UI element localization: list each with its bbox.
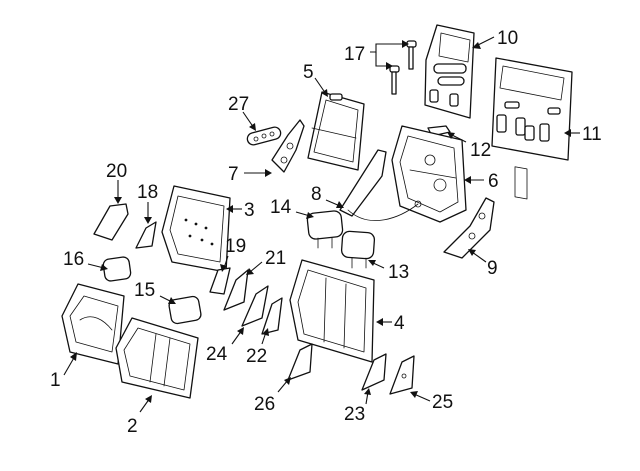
- callout-label-14: 14: [270, 197, 292, 218]
- callout-8: 8: [311, 184, 344, 208]
- part-3-back-cushion: [161, 185, 231, 273]
- callout-label-17: 17: [344, 44, 365, 65]
- callout-label-10: 10: [497, 28, 518, 49]
- part-19-bracket: [209, 267, 231, 295]
- callout-label-2: 2: [127, 416, 138, 437]
- callout-18: 18: [137, 182, 158, 224]
- callout-label-4: 4: [394, 313, 405, 334]
- callout-7: 7: [228, 164, 272, 185]
- part-23-trim: [361, 353, 387, 391]
- callout-label-27: 27: [228, 94, 249, 115]
- part-1-seat-cushion: [61, 283, 125, 365]
- callout-14: 14: [270, 197, 314, 219]
- callout-24: 24: [206, 327, 244, 365]
- callout-label-1: 1: [50, 370, 61, 391]
- callout-16: 16: [63, 249, 108, 271]
- part-13-headrest: [340, 230, 376, 269]
- part-16-headrest: [102, 256, 132, 282]
- callout-label-7: 7: [228, 164, 239, 185]
- callout-label-25: 25: [432, 392, 453, 413]
- part-7-hinge: [271, 119, 305, 173]
- part-20-trim: [93, 203, 129, 241]
- part-2-seat-cushion: [115, 317, 199, 399]
- callout-25: 25: [410, 391, 453, 413]
- part-24-trim: [241, 285, 269, 327]
- callout-17: 17: [344, 40, 409, 70]
- callout-11: 11: [564, 124, 602, 145]
- callout-13: 13: [368, 260, 409, 283]
- part-6-seat-frame: [391, 125, 467, 223]
- part-26-trim: [287, 343, 313, 381]
- part-10-back-panel: [424, 24, 475, 119]
- callout-1: 1: [50, 352, 77, 391]
- part-14-headrest: [306, 210, 344, 249]
- part-5-back-frame: [307, 91, 365, 171]
- callout-10: 10: [472, 28, 518, 49]
- part-9-hinge: [443, 197, 495, 259]
- callout-label-20: 20: [106, 161, 127, 182]
- callout-label-5: 5: [303, 62, 314, 83]
- callout-label-15: 15: [134, 280, 155, 301]
- callout-label-26: 26: [254, 394, 275, 415]
- callout-label-11: 11: [582, 124, 602, 145]
- callout-21: 21: [246, 248, 286, 275]
- callout-20: 20: [106, 161, 127, 204]
- callout-label-9: 9: [487, 258, 498, 279]
- callout-2: 2: [127, 395, 152, 437]
- callout-23: 23: [344, 388, 371, 425]
- callout-6: 6: [464, 171, 499, 192]
- callout-label-3: 3: [244, 200, 255, 221]
- callout-27: 27: [228, 94, 256, 131]
- callout-label-19: 19: [225, 236, 246, 257]
- part-4-bench-cushion: [289, 259, 375, 363]
- callout-26: 26: [254, 377, 291, 415]
- callout-label-6: 6: [488, 171, 499, 192]
- part-8-recliner-cable: [339, 149, 422, 221]
- part-22-trim: [261, 297, 283, 335]
- callout-label-13: 13: [388, 262, 409, 283]
- callout-22: 22: [246, 328, 269, 367]
- part-11-rear-panel: [491, 57, 573, 200]
- callout-label-12: 12: [470, 140, 491, 161]
- callout-label-23: 23: [344, 404, 365, 425]
- callout-12: 12: [447, 132, 491, 161]
- callout-5: 5: [303, 62, 328, 97]
- part-21-trim: [223, 269, 249, 311]
- callout-label-16: 16: [63, 249, 84, 270]
- callout-label-22: 22: [246, 346, 267, 367]
- callout-15: 15: [134, 280, 176, 304]
- callout-label-24: 24: [206, 344, 228, 365]
- part-18-trim: [135, 221, 157, 249]
- callout-9: 9: [468, 249, 498, 279]
- callout-3: 3: [226, 200, 255, 221]
- callout-label-21: 21: [265, 248, 286, 269]
- callout-label-8: 8: [311, 184, 322, 205]
- part-17-bolts: [389, 40, 417, 95]
- callout-19: 19: [220, 236, 246, 272]
- callout-label-18: 18: [137, 182, 158, 203]
- part-25-trim: [389, 355, 415, 395]
- part-27-bracket: [246, 126, 282, 146]
- part-15-headrest: [168, 295, 202, 325]
- callout-4: 4: [376, 313, 405, 334]
